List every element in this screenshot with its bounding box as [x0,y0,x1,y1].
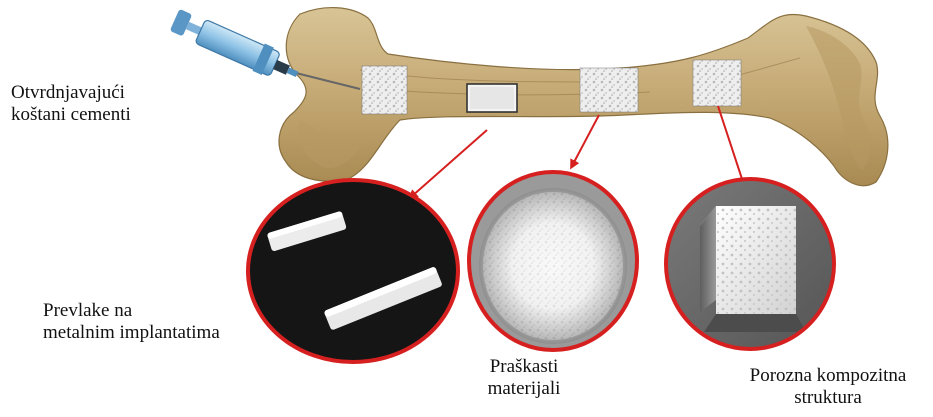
cement-block [362,66,407,114]
label-porous-structure-line1: Porozna kompozitna [728,365,928,387]
label-bone-cements: Otvrdnjavajući koštani cementi [11,82,131,126]
label-powder-materials-line1: Praškasti [478,356,570,378]
label-bone-cements-line1: Otvrdnjavajući [11,82,131,104]
powder-micrograph [469,172,637,350]
coatings-micrograph [248,180,458,362]
arrow-powder [572,115,599,166]
label-metal-coatings: Prevlake na metalnim implantatima [43,300,220,344]
powder-block [580,68,638,112]
label-metal-coatings-line1: Prevlake na [43,300,220,322]
label-powder-materials-line2: materijali [478,378,570,400]
label-powder-materials: Praškasti materijali [478,356,570,400]
porous-block [693,60,741,106]
label-porous-structure: Porozna kompozitna struktura [728,365,928,409]
label-metal-coatings-line2: metalnim implantatima [43,322,220,344]
arrow-coatings [411,130,487,197]
porous-micrograph [666,179,834,349]
arrow-porous [718,106,744,185]
coating-block [467,84,517,112]
label-bone-cements-line2: koštani cementi [11,104,131,126]
label-porous-structure-line2: struktura [728,387,928,409]
